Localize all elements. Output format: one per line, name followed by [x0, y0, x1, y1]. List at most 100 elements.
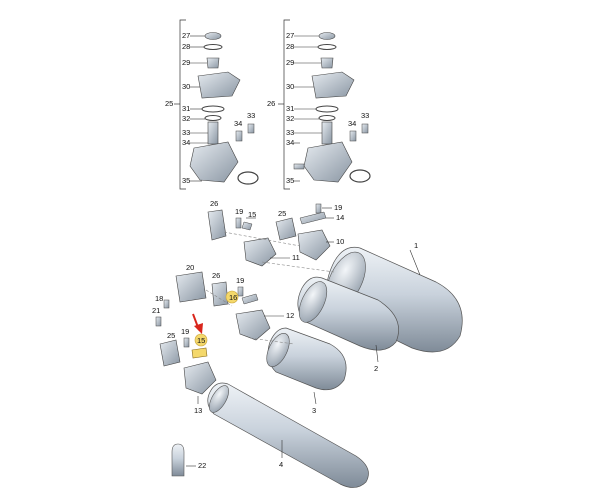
seal-ring-small	[204, 115, 222, 121]
valve-block-part	[275, 217, 297, 241]
screw-part	[237, 286, 244, 297]
hardware-upper: 26 19 15 11 25 19 14 10	[207, 199, 344, 273]
valve-head-part	[197, 71, 241, 99]
callout-28: 28	[182, 42, 190, 51]
screw-part	[163, 299, 170, 309]
bracket-right	[283, 19, 290, 190]
callout-18: 18	[155, 294, 163, 303]
callout-35: 35	[182, 176, 190, 185]
callout-2: 2	[374, 364, 378, 373]
screw-part	[155, 316, 162, 327]
seal-ring	[201, 105, 225, 113]
fitting-part	[235, 130, 243, 142]
valve-body-part	[189, 141, 239, 183]
cap-part	[318, 32, 336, 40]
callout-19: 19	[334, 203, 342, 212]
callout-19: 19	[236, 276, 244, 285]
callout-29: 29	[182, 58, 190, 67]
mount-bracket-10	[297, 229, 331, 261]
highlight-marker	[194, 333, 208, 347]
screw-part	[315, 203, 322, 214]
valve-body-part	[303, 141, 353, 183]
callout-22: 22	[198, 461, 206, 470]
valve-assembly-right: 27 28 29 30 26 31 32 33 34 35 34 33	[267, 19, 371, 190]
callout-25: 25	[165, 99, 173, 108]
callout-35: 35	[286, 176, 294, 185]
callout-1: 1	[414, 241, 418, 250]
callout-33: 33	[182, 128, 190, 137]
callout-27: 27	[182, 31, 190, 40]
callout-28: 28	[286, 42, 294, 51]
callout-4: 4	[279, 460, 283, 469]
callout-31: 31	[182, 104, 190, 113]
large-o-ring	[349, 169, 371, 183]
callout-32: 32	[182, 114, 190, 123]
nut-part	[206, 57, 220, 69]
hardware-middle: 20 18 19 26 16 12 21	[152, 263, 294, 345]
tank-3: 3	[266, 327, 347, 415]
callout-21: 21	[152, 306, 160, 315]
hardware-lower: 25 19 15 13 22	[159, 313, 217, 477]
callout-30: 30	[286, 82, 294, 91]
valve-assembly-left: 27 28 29 30 25 31 32 33 34 35 34 33	[165, 19, 259, 190]
valve-stem-part	[207, 121, 219, 145]
bracket-left	[179, 19, 186, 190]
mount-bracket-12	[235, 309, 271, 341]
cap-part	[204, 32, 222, 40]
seal-ring-small	[318, 115, 336, 121]
callout-34-side: 34	[234, 119, 242, 128]
o-ring-part	[317, 44, 337, 50]
strap-part	[299, 211, 327, 225]
callout-25: 25	[278, 209, 286, 218]
callout-33-side: 33	[361, 111, 369, 120]
callout-26: 26	[212, 271, 220, 280]
screw-part	[235, 217, 242, 229]
callout-29: 29	[286, 58, 294, 67]
callout-33-side: 33	[247, 111, 255, 120]
fitting-part	[247, 123, 255, 134]
callout-3: 3	[312, 406, 316, 415]
valve-stem-part	[321, 121, 333, 145]
callout-33: 33	[286, 128, 294, 137]
valve-block-part	[159, 339, 181, 367]
highlighted-clip-part	[191, 347, 208, 359]
valve-head-part	[311, 71, 355, 99]
callout-16: 16	[229, 293, 237, 302]
callout-34: 34	[286, 138, 294, 147]
callout-11: 11	[292, 253, 300, 262]
nut-part	[320, 57, 334, 69]
fitting-part	[361, 123, 369, 134]
mount-bracket-13	[183, 361, 217, 395]
highlight-marker	[225, 290, 239, 304]
callout-15: 15	[197, 336, 205, 345]
callout-14: 14	[336, 213, 344, 222]
tank-2: 2	[297, 276, 399, 373]
large-o-ring	[237, 171, 259, 185]
tank-4: 4	[207, 382, 369, 488]
callout-30: 30	[182, 82, 190, 91]
fitting-part	[293, 163, 305, 170]
clip-part	[241, 221, 253, 231]
callout-27: 27	[286, 31, 294, 40]
callout-20: 20	[186, 263, 194, 272]
clip-part	[241, 293, 259, 305]
seal-ring	[315, 105, 339, 113]
callout-31: 31	[286, 104, 294, 113]
valve-block-part	[207, 209, 227, 241]
o-ring-part	[203, 44, 223, 50]
callout-26: 26	[267, 99, 275, 108]
screw-part	[183, 337, 190, 348]
callout-25: 25	[167, 331, 175, 340]
callout-19: 19	[181, 327, 189, 336]
red-pointer-arrow-icon	[192, 313, 203, 334]
callout-32: 32	[286, 114, 294, 123]
cover-plate-part	[175, 271, 207, 303]
callout-34-side: 34	[348, 119, 356, 128]
callout-13: 13	[194, 406, 202, 415]
valve-block-part	[211, 281, 229, 307]
callout-15: 15	[248, 210, 256, 219]
callout-19: 19	[235, 207, 243, 216]
callout-26: 26	[210, 199, 218, 208]
fitting-part	[349, 130, 357, 142]
